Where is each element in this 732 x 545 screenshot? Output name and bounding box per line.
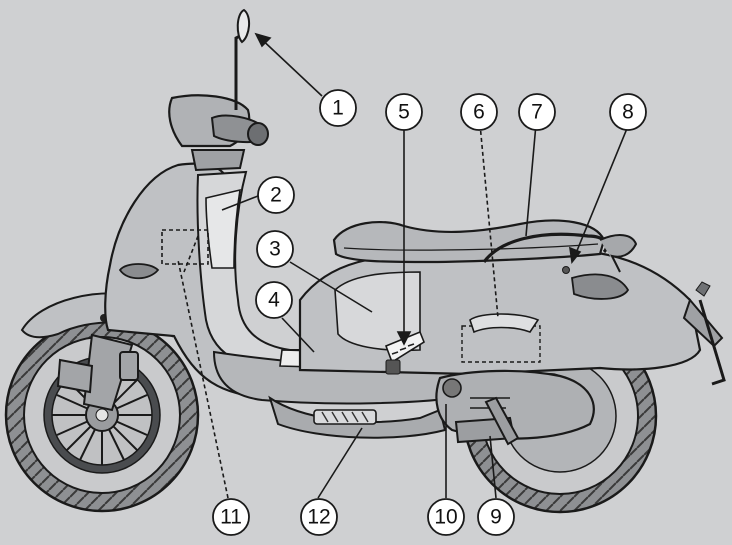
callout-7: 7 [518, 93, 556, 131]
rear-light-cluster [571, 273, 630, 300]
svg-text:6: 6 [473, 101, 485, 124]
leader-12 [317, 427, 363, 499]
leader-9 [489, 435, 497, 499]
callout-4: 4 [255, 281, 293, 319]
svg-text:11: 11 [220, 506, 242, 529]
leader-5-arrow [396, 331, 412, 346]
callout-12: 12 [300, 498, 338, 536]
leader-7 [525, 123, 537, 237]
leader-lines [161, 32, 629, 499]
callout-6: 6 [460, 93, 498, 131]
fuse-box-outline [161, 229, 209, 265]
leader-8-arrow [569, 246, 582, 264]
front-grille [118, 263, 160, 280]
side-stand-spring [313, 409, 377, 425]
underseat-storage [461, 313, 541, 363]
svg-text:4: 4 [268, 289, 280, 312]
svg-text:9: 9 [490, 506, 502, 529]
svg-text:5: 5 [398, 101, 410, 124]
underbody [268, 395, 447, 439]
svg-text:1: 1 [332, 97, 344, 120]
leader-1 [255, 33, 323, 97]
tool-kit [384, 330, 425, 375]
svg-text:7: 7 [531, 101, 543, 124]
callout-10: 10 [427, 498, 465, 536]
seat [332, 219, 606, 264]
svg-text:2: 2 [270, 184, 282, 207]
callouts: 1 2 3 4 5 6 7 8 9 10 11 12 [212, 89, 647, 536]
leader-2 [221, 195, 259, 211]
callout-5: 5 [385, 93, 423, 131]
front-fork [56, 333, 139, 412]
rear-fender [682, 281, 726, 386]
rear-carrier [599, 234, 638, 273]
glovebox-lid [205, 188, 241, 269]
leader-3 [289, 261, 373, 313]
callout-9: 9 [477, 498, 515, 536]
leader-8 [573, 125, 629, 259]
callout-1: 1 [319, 89, 357, 127]
steering-head [168, 8, 269, 172]
svg-text:12: 12 [307, 506, 330, 529]
callout-3: 3 [256, 230, 294, 268]
callout-2: 2 [257, 176, 295, 214]
callout-8: 8 [609, 93, 647, 131]
svg-text:8: 8 [622, 101, 634, 124]
svg-text:10: 10 [434, 506, 457, 529]
svg-text:3: 3 [269, 238, 281, 261]
callout-11: 11 [212, 498, 250, 536]
leader-4 [281, 317, 315, 353]
leader-1-arrow [254, 32, 272, 48]
leader-6 [479, 123, 499, 319]
center-stand [454, 396, 520, 446]
leader-11 [177, 259, 229, 499]
side-panel-inner [334, 271, 421, 352]
